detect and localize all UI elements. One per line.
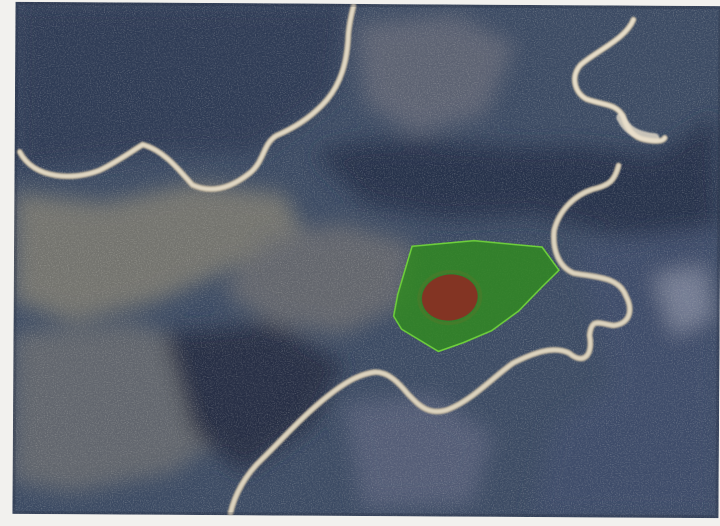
road-south [228, 163, 632, 515]
vegetation-speckle [12, 1, 720, 519]
highlighted-zone [392, 239, 560, 353]
road-northwest [17, 4, 356, 191]
aerial-photo [12, 1, 720, 519]
aerial-map-svg [12, 1, 720, 519]
core-area-rim [417, 269, 483, 326]
core-area-ellipse [421, 274, 478, 321]
roads [16, 2, 668, 517]
road-northeast-spur [616, 113, 660, 143]
